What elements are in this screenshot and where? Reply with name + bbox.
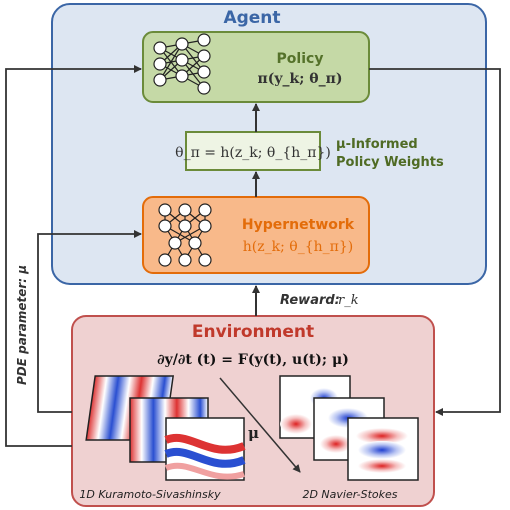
weights-label-line1: μ-Informed xyxy=(336,137,418,152)
kuramoto-sivashinsky-panels xyxy=(85,375,246,481)
weights-expression: θ_π = h(z_k; θ_{h_π}) xyxy=(175,145,331,161)
policy-network-icon xyxy=(153,33,211,95)
arrow-pde-to-hypernetwork xyxy=(37,230,142,413)
arrow-env-to-policy xyxy=(5,65,142,447)
weights-label-line2: Policy Weights xyxy=(336,155,444,170)
policy-title: Policy xyxy=(277,51,324,67)
reward-label: Reward: xyxy=(280,293,340,308)
ks-caption: 1D Kuramoto-Sivashinsky xyxy=(79,488,221,501)
hypernetwork-title: Hypernetwork xyxy=(242,217,355,233)
hypernetwork-icon xyxy=(158,203,212,267)
weights-box xyxy=(185,131,321,171)
mu-arrow xyxy=(219,377,301,473)
agent-title: Agent xyxy=(223,8,280,28)
hypernetwork-expression: h(z_k; θ_{h_π}) xyxy=(243,239,353,255)
mu-symbol: μ xyxy=(248,424,259,442)
policy-expression: π(y_k; θ_π) xyxy=(258,71,343,87)
environment-equation: ∂y/∂t (t) = F(y(t), u(t); μ) xyxy=(157,352,349,368)
navier-stokes-panels xyxy=(279,375,419,481)
ns-caption: 2D Navier-Stokes xyxy=(302,488,397,501)
reward-symbol: r_k xyxy=(338,293,359,308)
hypernetwork-box xyxy=(142,196,370,274)
pde-parameter-label: PDE parameter: μ xyxy=(15,265,29,385)
environment-title: Environment xyxy=(192,322,314,342)
arrow-policy-to-env xyxy=(369,68,501,416)
